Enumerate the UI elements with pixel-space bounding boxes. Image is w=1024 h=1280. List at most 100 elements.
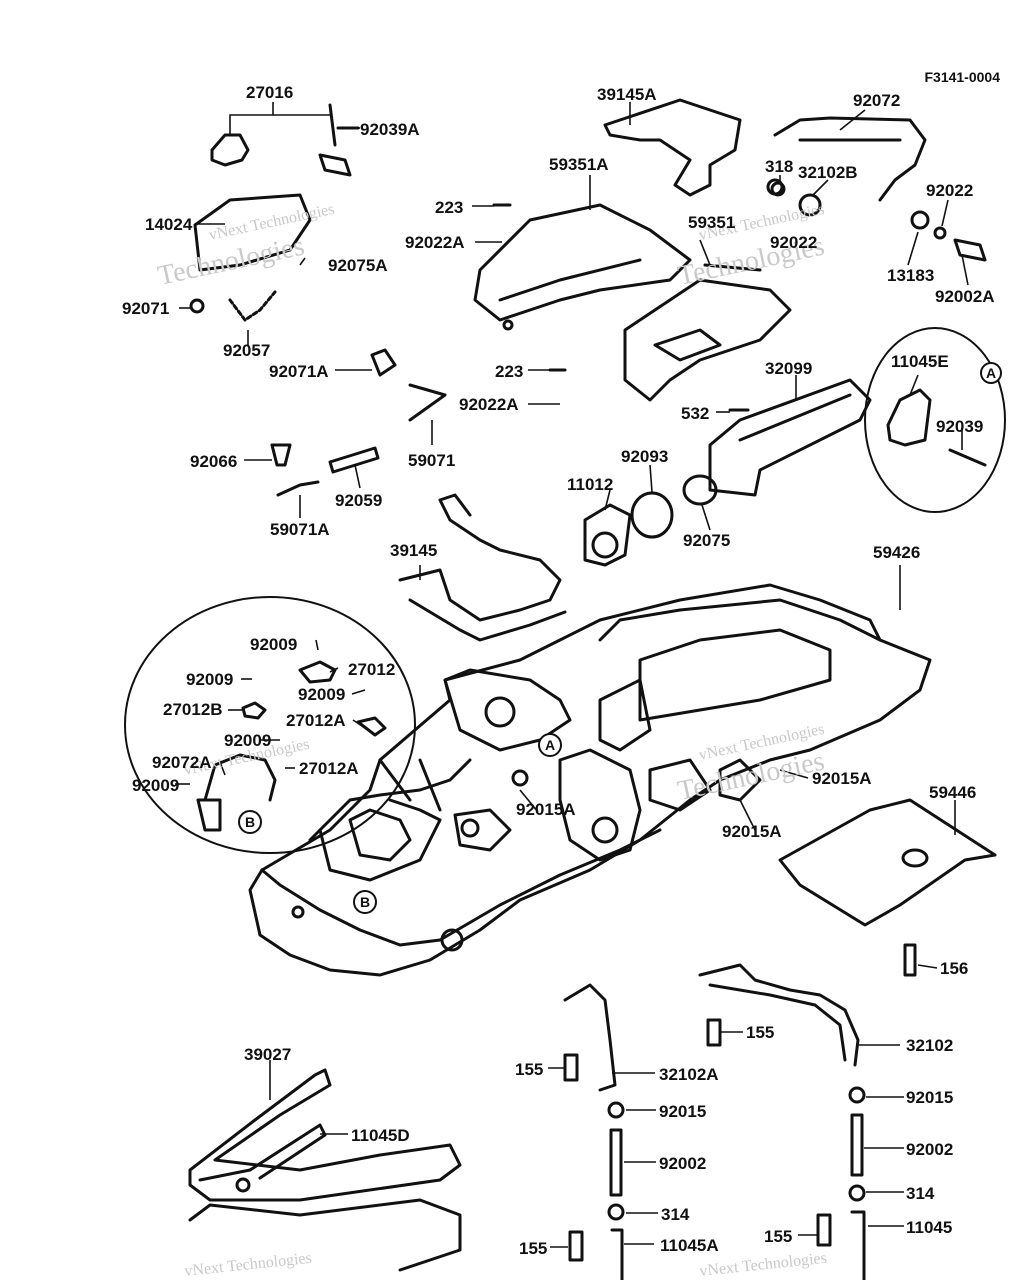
callout-marker-a-ring bbox=[980, 362, 1002, 384]
label-32102: 32102 bbox=[906, 1036, 953, 1055]
label-39027: 39027 bbox=[244, 1045, 291, 1064]
label-92009-4: 92009 bbox=[224, 731, 271, 750]
label-92009-3: 92009 bbox=[298, 685, 345, 704]
label-11012: 11012 bbox=[567, 475, 613, 494]
label-92072: 92072 bbox=[853, 91, 900, 110]
nut-318 bbox=[770, 181, 786, 197]
label-92072A: 92072A bbox=[152, 753, 212, 772]
bolt-155-c bbox=[568, 1230, 584, 1262]
part-39027 bbox=[188, 1068, 462, 1202]
label-92071A: 92071A bbox=[269, 362, 329, 381]
label-59426: 59426 bbox=[873, 543, 920, 562]
label-27016: 27016 bbox=[246, 83, 293, 102]
label-314-1: 314 bbox=[661, 1205, 690, 1224]
diagram-code: F3141-0004 bbox=[924, 69, 1000, 85]
part-11045E bbox=[886, 388, 932, 447]
label-92059: 92059 bbox=[335, 491, 382, 510]
label-92022-mid: 92022 bbox=[770, 233, 817, 252]
part-92075 bbox=[682, 474, 718, 506]
part-59071 bbox=[408, 383, 447, 422]
label-32099: 32099 bbox=[765, 359, 812, 378]
label-92022A-mid: 92022A bbox=[459, 395, 519, 414]
label-27012B: 27012B bbox=[163, 700, 223, 719]
callout-a-ring-label: A bbox=[986, 365, 996, 381]
label-92015-2: 92015 bbox=[906, 1088, 953, 1107]
label-59071A: 59071A bbox=[270, 520, 330, 539]
label-27012: 27012 bbox=[348, 660, 395, 679]
part-59071A bbox=[276, 480, 320, 497]
label-92002-1: 92002 bbox=[659, 1154, 706, 1173]
part-27012A bbox=[356, 716, 387, 737]
stud-left bbox=[607, 1101, 625, 1280]
part-156 bbox=[903, 943, 917, 977]
label-155-2: 155 bbox=[515, 1060, 543, 1079]
label-27012A-1: 27012A bbox=[286, 711, 346, 730]
part-32099 bbox=[708, 378, 872, 497]
part-14024 bbox=[193, 193, 312, 272]
callout-markers bbox=[238, 362, 1002, 914]
callout-ring-a bbox=[864, 327, 1006, 513]
callout-b-ring-label: B bbox=[245, 814, 255, 830]
part-11012 bbox=[583, 503, 632, 567]
part-27012 bbox=[298, 660, 337, 684]
bolt-155-d bbox=[816, 1213, 832, 1247]
part-92071 bbox=[189, 298, 205, 314]
part-92066 bbox=[270, 443, 292, 467]
label-59351A: 59351A bbox=[549, 155, 609, 174]
label-156: 156 bbox=[940, 959, 968, 978]
callout-ring-b bbox=[124, 596, 416, 854]
part-11045D bbox=[248, 1123, 327, 1180]
label-59351: 59351 bbox=[688, 213, 735, 232]
part-92072A bbox=[203, 753, 277, 802]
label-155-3: 155 bbox=[519, 1239, 547, 1258]
part-59446 bbox=[778, 798, 997, 927]
label-92002A: 92002A bbox=[935, 287, 995, 306]
part-39145A bbox=[603, 98, 742, 197]
part-92072 bbox=[766, 116, 987, 262]
label-92093: 92093 bbox=[621, 447, 668, 466]
label-223-top: 223 bbox=[435, 198, 463, 217]
label-11045D: 11045D bbox=[351, 1126, 410, 1145]
callout-b-hull-label: B bbox=[360, 894, 370, 910]
label-532: 532 bbox=[681, 404, 709, 423]
callout-marker-b-ring bbox=[238, 810, 262, 834]
label-92075: 92075 bbox=[683, 531, 730, 550]
callout-a-hull-label: A bbox=[545, 737, 555, 753]
part-39145 bbox=[398, 493, 567, 642]
part-92059 bbox=[328, 446, 380, 474]
label-92002-2: 92002 bbox=[906, 1140, 953, 1159]
label-27012A-2: 27012A bbox=[299, 759, 359, 778]
label-11045E: 11045E bbox=[891, 352, 949, 371]
label-155-1: 155 bbox=[746, 1023, 774, 1042]
label-39145: 39145 bbox=[390, 541, 437, 560]
label-92075A: 92075A bbox=[328, 256, 388, 275]
label-11045A: 11045A bbox=[660, 1236, 719, 1255]
part-92039 bbox=[948, 448, 987, 467]
part-32102 bbox=[698, 963, 860, 1067]
label-92022-top: 92022 bbox=[926, 181, 973, 200]
part-bracket-b bbox=[196, 798, 222, 832]
label-314-2: 314 bbox=[906, 1184, 935, 1203]
label-92015A-1: 92015A bbox=[812, 769, 872, 788]
part-92071A bbox=[370, 348, 397, 377]
label-318: 318 bbox=[765, 157, 793, 176]
part-lower-frame bbox=[188, 1198, 462, 1272]
label-13183: 13183 bbox=[887, 266, 934, 285]
watermark-7: Technologies bbox=[675, 746, 827, 807]
label-92009-1: 92009 bbox=[250, 635, 297, 654]
label-92057: 92057 bbox=[223, 341, 270, 360]
label-92071: 92071 bbox=[122, 299, 169, 318]
label-92009-5: 92009 bbox=[132, 776, 179, 795]
label-223-mid: 223 bbox=[495, 362, 523, 381]
label-59446: 59446 bbox=[929, 783, 976, 802]
label-32102B: 32102B bbox=[798, 163, 858, 182]
label-92066: 92066 bbox=[190, 452, 237, 471]
label-14024: 14024 bbox=[145, 215, 193, 234]
hull-59426 bbox=[248, 583, 932, 977]
label-39145A: 39145A bbox=[597, 85, 657, 104]
label-92039: 92039 bbox=[936, 417, 983, 436]
stud-right bbox=[848, 1086, 866, 1280]
part-labels: 27016 92039A 39145A 92072 59351A 318 321… bbox=[122, 83, 995, 1258]
label-92022A-top: 92022A bbox=[405, 233, 465, 252]
